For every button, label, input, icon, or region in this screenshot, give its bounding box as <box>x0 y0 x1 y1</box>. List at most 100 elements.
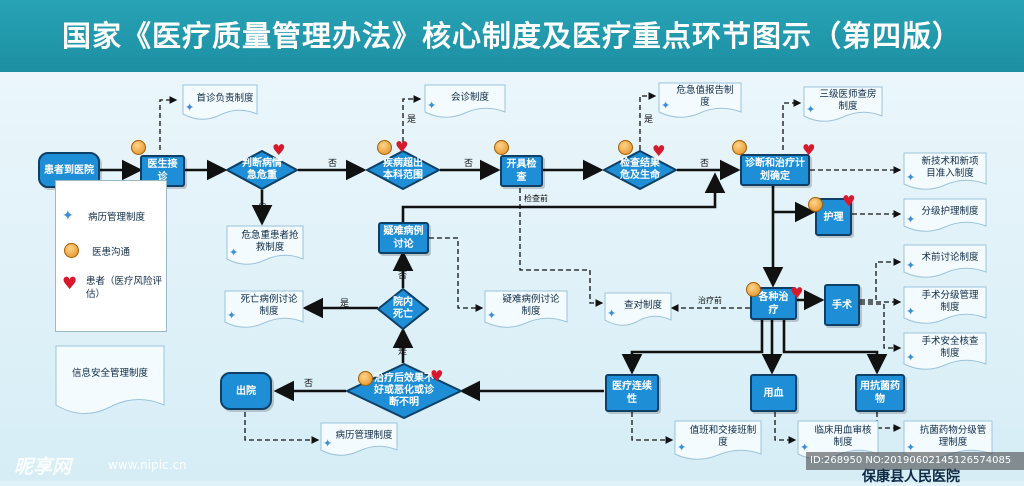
node-in-hospital-death-label: 院内死亡 <box>393 297 413 320</box>
doc-medical-records[interactable]: 病历管理制度 ✦ <box>320 422 398 456</box>
risk-heart-icon: ♥ <box>272 141 286 159</box>
node-treatment-result-label: 治疗后效果不好或恶化或诊断不明 <box>374 373 434 408</box>
doc-graded-nursing-label: 分级护理制度 <box>921 206 979 218</box>
records-star-icon: ✦ <box>185 101 195 114</box>
edge-label-yes: 是 <box>340 299 350 309</box>
edge-label-no: 否 <box>304 379 314 389</box>
doc-graded-nursing[interactable]: 分级护理制度 ✦ <box>903 198 987 232</box>
communication-face-icon <box>732 140 747 155</box>
node-surgery[interactable]: 手术 <box>824 284 860 326</box>
edge-label-yes: 是 <box>398 347 408 357</box>
edge-label-no: 否 <box>398 271 408 281</box>
doc-death-discussion-label: 死亡病例讨论制度 <box>240 293 298 317</box>
records-star-icon: ✦ <box>906 305 916 318</box>
doc-emergency-rescue[interactable]: 危急重患者抢救制度 ✦ <box>226 225 304 265</box>
node-blood-use[interactable]: 用血 <box>750 374 797 412</box>
communication-face-icon <box>808 197 823 212</box>
edge-label-yes: 是 <box>407 115 417 125</box>
doc-new-tech[interactable]: 新技术和新项目准入制度 ✦ <box>903 152 987 190</box>
doc-verification[interactable]: 查对制度 ✦ <box>604 292 672 326</box>
communication-face-icon <box>377 140 392 155</box>
communication-face-icon <box>358 371 373 386</box>
legend-risk-label: 患者（医疗风险评估） <box>86 276 163 300</box>
doc-new-tech-label: 新技术和新项目准入制度 <box>921 155 979 179</box>
doc-shift-handover-label: 值班和交接班制度 <box>689 424 757 448</box>
risk-heart-icon: ♥ <box>842 192 856 210</box>
records-star-icon: ✦ <box>800 441 810 454</box>
edge-label-yes: 是 <box>644 115 654 125</box>
communication-face-icon <box>494 140 509 155</box>
node-difficult-case[interactable]: 疑难病例讨论 <box>378 222 429 254</box>
doc-difficult-discussion[interactable]: 疑难病例讨论制度 ✦ <box>484 290 568 328</box>
doc-three-level-rounds[interactable]: 三级医师查房制度 ✦ <box>803 86 883 122</box>
risk-heart-icon: ♥ <box>802 141 816 159</box>
risk-heart-icon: ♥ <box>790 284 804 302</box>
node-antibiotic[interactable]: 用抗菌药物 <box>855 374 905 412</box>
doc-first-visit[interactable]: 首诊负责制度 ✦ <box>182 84 258 120</box>
doc-antibiotic-grading-label: 抗菌药物分级管理制度 <box>919 424 987 448</box>
watermark-site: 昵享网 <box>14 456 72 478</box>
legend-records-icon: ✦ <box>62 208 74 224</box>
records-star-icon: ✦ <box>806 103 816 116</box>
doc-medical-records-label: 病历管理制度 <box>335 430 393 442</box>
communication-face-icon <box>618 140 633 155</box>
risk-heart-icon: ♥ <box>430 367 444 385</box>
doc-verification-label: 查对制度 <box>623 300 662 312</box>
page-title: 国家《医疗质量管理办法》核心制度及医疗重点环节图示（第四版） <box>61 19 962 53</box>
records-star-icon: ✦ <box>677 441 687 454</box>
node-exam-critical-label: 检查结果危及生命 <box>620 158 660 181</box>
doc-consultation[interactable]: 会诊制度 ✦ <box>424 84 506 118</box>
doc-pre-op-discussion[interactable]: 术前讨论制度 ✦ <box>903 244 987 278</box>
communication-face-icon <box>131 140 146 155</box>
node-discharge[interactable]: 出院 <box>220 372 272 410</box>
doc-surgery-safety[interactable]: 手术安全核查制度 ✦ <box>903 332 987 370</box>
doc-surgery-grading[interactable]: 手术分级管理制度 ✦ <box>903 286 987 324</box>
doc-difficult-discussion-label: 疑难病例讨论制度 <box>502 293 560 317</box>
edge-label-before-treatment: 治疗前 <box>698 296 722 305</box>
edge-label-no: 否 <box>464 159 474 169</box>
records-star-icon: ✦ <box>906 351 916 364</box>
edge-label-no: 否 <box>700 159 710 169</box>
edge-label-before-exam: 检查前 <box>524 194 548 203</box>
legend-communication-label: 医患沟通 <box>92 247 131 258</box>
records-star-icon: ✦ <box>906 171 916 184</box>
records-star-icon: ✦ <box>906 441 916 454</box>
records-star-icon: ✦ <box>661 99 671 112</box>
edge-label-no: 否 <box>328 159 338 169</box>
diagram-canvas <box>0 72 1024 481</box>
communication-face-icon <box>746 282 761 297</box>
doc-first-visit-label: 首诊负责制度 <box>196 93 254 105</box>
records-star-icon: ✦ <box>323 437 333 450</box>
doc-info-security-label: 信息安全管理制度 <box>71 368 148 380</box>
legend: ✦ 病历管理制度 医患沟通 ♥ 患者（医疗风险评估） <box>55 180 167 332</box>
node-in-hospital-death[interactable]: 院内死亡 <box>377 288 429 330</box>
watermark-url: www.nipic.cn <box>108 458 187 472</box>
doc-pre-op-discussion-label: 术前讨论制度 <box>921 252 979 264</box>
node-exam-critical[interactable]: 检查结果危及生命 <box>603 150 677 190</box>
node-beyond-scope[interactable]: 疾病超出本科范围 <box>366 150 440 190</box>
doc-consultation-label: 会诊制度 <box>450 92 489 104</box>
doc-emergency-rescue-label: 危急重患者抢救制度 <box>241 229 299 253</box>
legend-records-label: 病历管理制度 <box>88 212 146 223</box>
doc-three-level-rounds-label: 三级医师查房制度 <box>819 89 877 113</box>
records-star-icon: ✦ <box>906 259 916 272</box>
doc-death-discussion[interactable]: 死亡病例讨论制度 ✦ <box>224 290 304 328</box>
doc-blood-review-label: 临床用血审核制度 <box>814 424 872 448</box>
doc-info-security[interactable]: 信息安全管理制度 <box>55 345 165 415</box>
watermark-id: ID:268950 NO:20190602145126574085 <box>806 452 1024 470</box>
doc-surgery-safety-label: 手术安全核查制度 <box>921 335 979 359</box>
node-judge-critical[interactable]: 判断病情急危重 <box>226 150 298 190</box>
node-order-exam[interactable]: 开具检查 <box>500 155 543 187</box>
doc-shift-handover[interactable]: 值班和交接班制度 ✦ <box>674 420 762 460</box>
title-bar <box>0 0 1024 72</box>
records-star-icon: ✦ <box>427 99 437 112</box>
legend-risk-icon: ♥ <box>62 274 78 294</box>
risk-heart-icon: ♥ <box>395 138 409 156</box>
doc-surgery-grading-label: 手术分级管理制度 <box>921 289 979 313</box>
node-diagnosis-plan[interactable]: 诊断和治疗计划确定 <box>740 154 810 186</box>
doc-critical-value[interactable]: 危急值报告制度 ✦ <box>658 82 742 118</box>
records-star-icon: ✦ <box>487 309 497 322</box>
node-medical-continuity[interactable]: 医疗连续性 <box>605 374 659 412</box>
node-treatment-result[interactable]: 治疗后效果不好或恶化或诊断不明 <box>346 363 462 419</box>
